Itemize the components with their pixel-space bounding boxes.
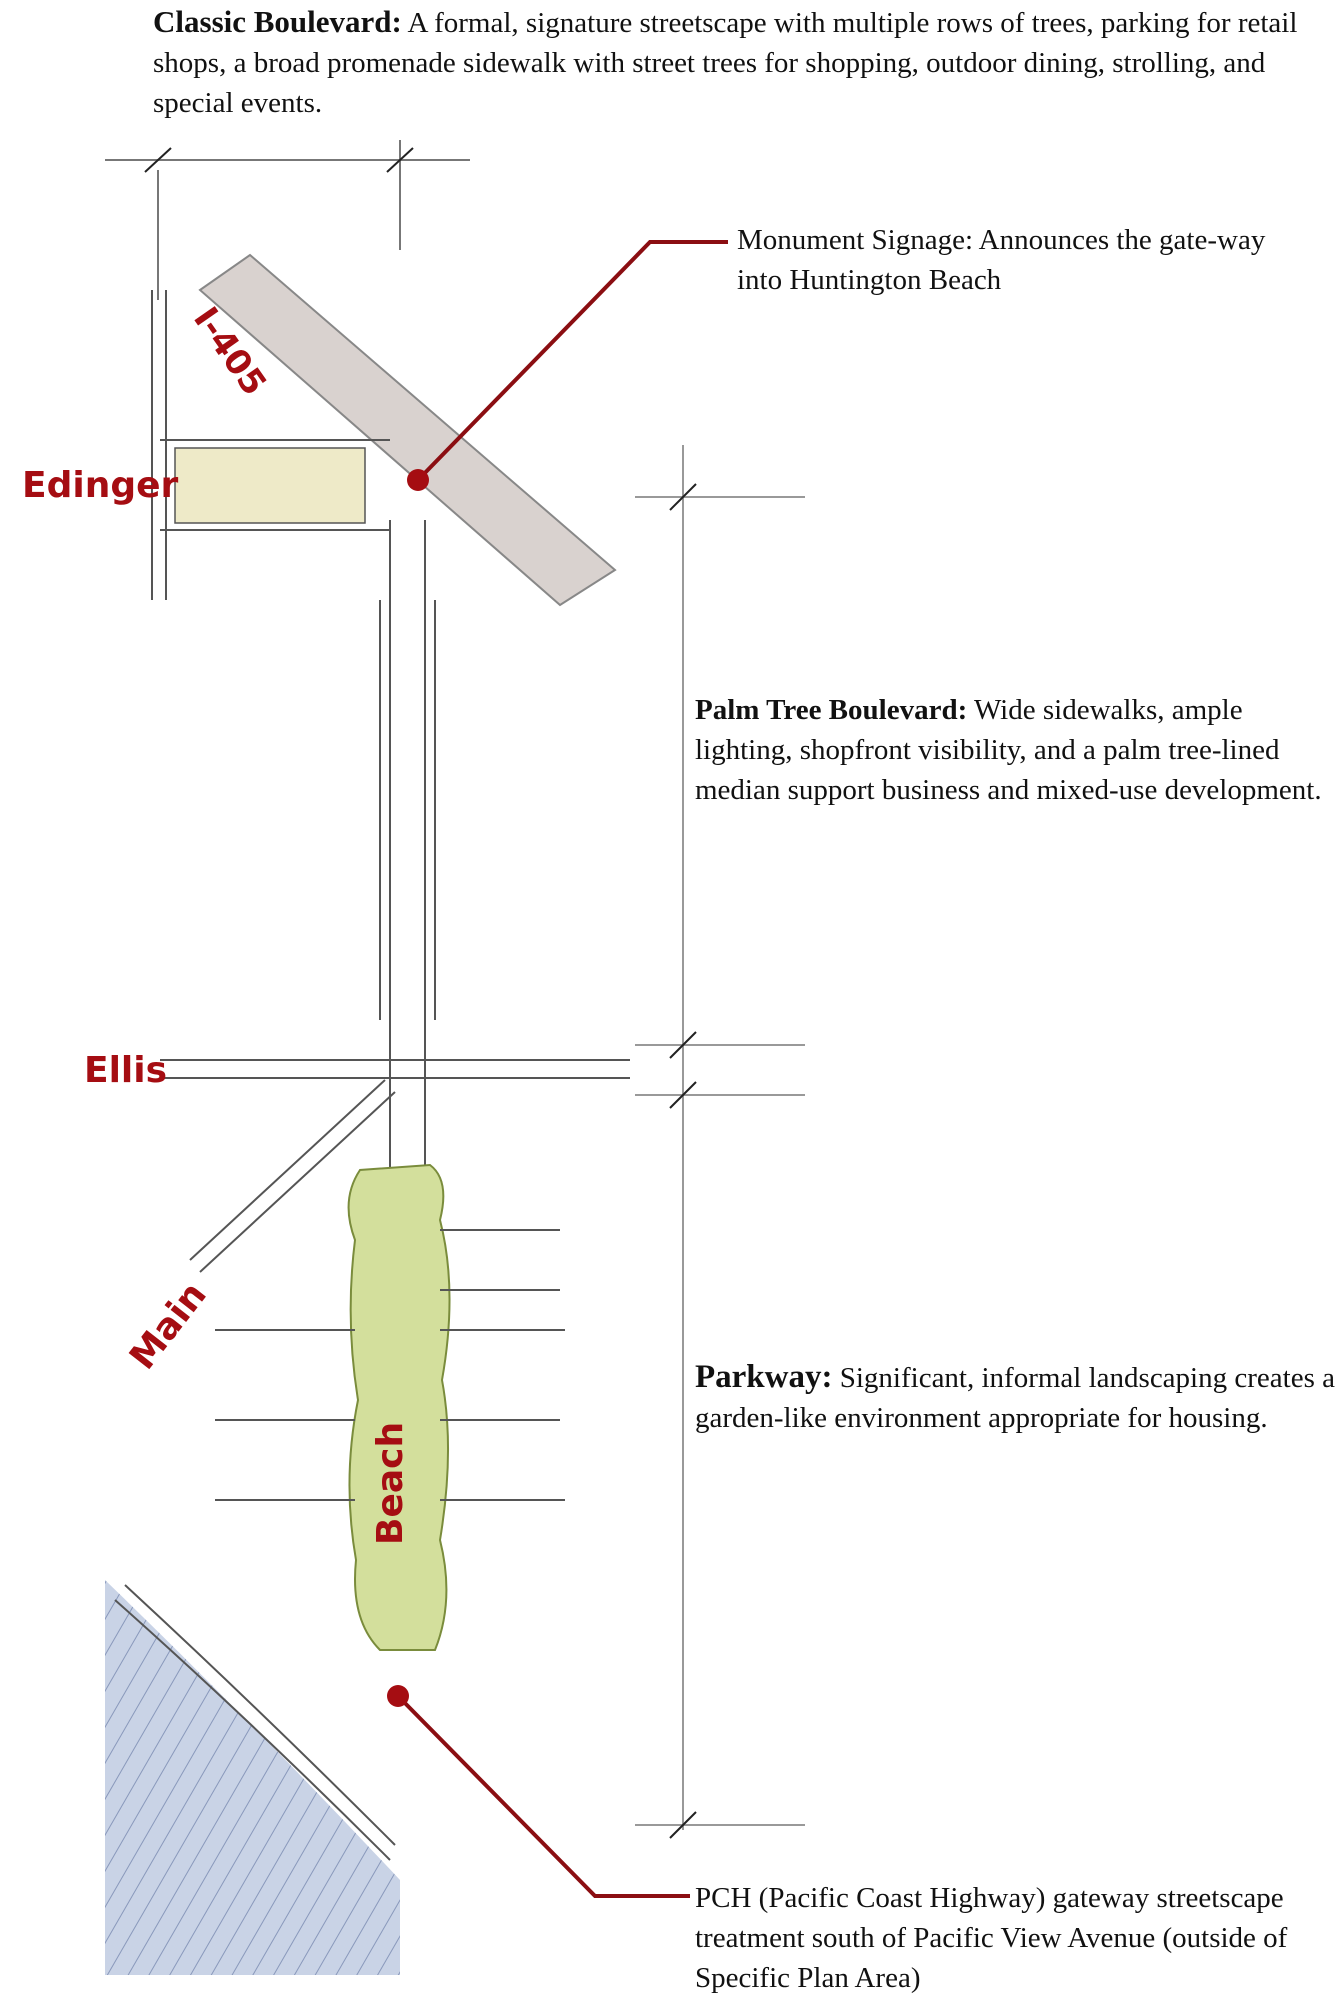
monument-marker bbox=[407, 469, 429, 491]
label-ellis: Ellis bbox=[84, 1050, 168, 1091]
parkway-callout: Parkway: Significant, informal landscapi… bbox=[695, 1357, 1335, 1438]
pch-text: PCH (Pacific Coast Highway) gateway stre… bbox=[695, 1882, 1288, 1994]
parkway-text: Significant, informal landscaping create… bbox=[695, 1362, 1335, 1434]
monument-callout: Monument Signage: Announces the gate-way… bbox=[737, 220, 1297, 300]
edinger-tree-grid bbox=[174, 447, 366, 524]
pch-callout: PCH (Pacific Coast Highway) gateway stre… bbox=[695, 1878, 1335, 1998]
parkway-landscape bbox=[347, 1163, 451, 1651]
palm-title: Palm Tree Boulevard: bbox=[695, 694, 968, 726]
edinger-street bbox=[151, 290, 390, 600]
ellis-street bbox=[160, 1059, 630, 1079]
main-street bbox=[189, 1079, 396, 1273]
dimension-right bbox=[635, 445, 805, 1839]
pch-marker bbox=[387, 1685, 409, 1707]
intro-text: A formal, signature streetscape with mul… bbox=[153, 7, 1298, 119]
intro-title: Classic Boulevard: bbox=[153, 4, 402, 39]
parkway-title: Parkway: bbox=[695, 1359, 833, 1395]
palm-callout: Palm Tree Boulevard: Wide sidewalks, amp… bbox=[695, 690, 1335, 810]
monument-text: Monument Signage: Announces the gate-way… bbox=[737, 224, 1266, 296]
dimension-top bbox=[105, 140, 470, 300]
intro-description: Classic Boulevard: A formal, signature s… bbox=[153, 2, 1303, 123]
freeway-i405 bbox=[198, 253, 617, 607]
label-beach: Beach bbox=[370, 1421, 411, 1545]
side-streets bbox=[215, 1229, 565, 1501]
palm-text: Wide sidewalks, ample lighting, shopfron… bbox=[695, 694, 1322, 806]
leader-lines bbox=[396, 240, 728, 1898]
label-edinger: Edinger bbox=[22, 465, 179, 506]
ocean-area bbox=[105, 1580, 400, 1975]
